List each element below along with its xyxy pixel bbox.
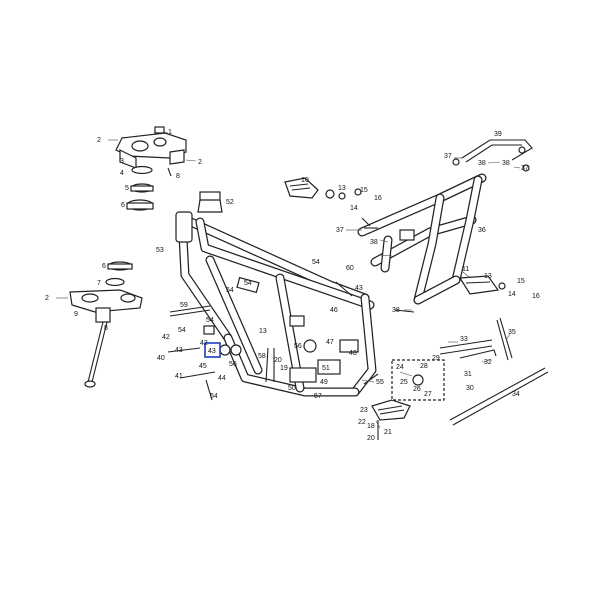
callout: 16 [532,293,540,300]
callout: 18 [367,423,375,430]
callout: 43 [208,348,216,355]
callout: 55 [376,379,384,386]
callout: 9 [74,311,78,318]
side-stand [363,317,549,440]
callout: 15 [360,187,368,194]
callout: 53 [156,247,164,254]
callout: 6 [102,263,106,270]
rear-subframe [357,139,533,305]
callout: 43 [355,285,363,292]
callout: 21 [384,429,392,436]
callout: 38 [370,239,378,246]
callout: 2 [45,295,49,302]
callout: 24 [396,364,404,371]
callout: 20 [274,357,282,364]
callout: 54 [210,393,218,400]
callout: 14 [350,205,358,212]
callout: 48 [349,350,357,357]
callout: 28 [420,363,428,370]
callout: 22 [358,419,366,426]
callout: 41 [175,373,183,380]
callout: 54 [206,317,214,324]
callout: 31 [464,371,472,378]
callout: 37 [336,227,344,234]
callout: 16 [374,195,382,202]
highlight-box [204,342,221,358]
callout: 2 [198,159,202,166]
callout: 19 [280,365,288,372]
callout: 3 [120,158,124,165]
callout: 29 [432,355,440,362]
footpeg-lower [371,399,411,421]
callout: 25 [400,379,408,386]
leader-lines [162,131,521,429]
callout: 30 [466,385,474,392]
callout: 13 [484,273,492,280]
callout: 50 [288,385,296,392]
callout: 2 [97,137,101,144]
callout: 40 [157,355,165,362]
callout: 37 [444,153,452,160]
callout: 42 [200,340,208,347]
callout: 60 [346,265,354,272]
callout: 10 [301,177,309,184]
callout: 36 [478,227,486,234]
main-frame [175,191,377,397]
callout: 38 [392,307,400,314]
callout: 51 [322,365,330,372]
callout: 33 [460,336,468,343]
callout: 54 [178,327,186,334]
callout: 14 [508,291,516,298]
callout: 54 [312,259,320,266]
footpeg-rear [458,275,506,295]
callout: 26 [413,386,421,393]
callout: 23 [360,407,368,414]
callout: 27 [424,391,432,398]
callout: 35 [508,329,516,336]
callout: 58 [258,353,266,360]
callout: 7 [97,280,101,287]
callout: 1 [168,129,172,136]
callout: 47 [326,339,334,346]
callout: 54 [226,287,234,294]
callout: 38 [478,160,486,167]
callout: 42 [162,334,170,341]
callout: 13 [338,185,346,192]
callout: 20 [367,435,375,442]
callout: 54 [244,280,252,287]
callout: 5 [125,185,129,192]
callout: 38 [502,160,510,167]
callout: 15 [517,278,525,285]
callout-numbers: 1 2 2 3 4 8 5 6 52 53 6 7 2 9 8 59 54 54… [45,129,540,442]
small-hardware [167,146,530,401]
lower-triple-clamp [56,261,143,388]
callout: 52 [226,199,234,206]
callout: 13 [259,328,267,335]
callout: 32 [484,359,492,366]
callout: 45 [199,363,207,370]
callout: 56 [229,361,237,368]
stem-bearing-parts-upper [126,165,172,211]
callout: 44 [218,375,226,382]
upper-triple-clamp [108,126,197,169]
callout: 59 [180,302,188,309]
callout: 4 [120,170,124,177]
callout: 11 [462,266,469,273]
callout: 43 [175,347,183,354]
callout: 57 [314,393,322,400]
callout: 37 [521,165,529,172]
callout: 46 [330,307,338,314]
callout: 8 [104,325,108,332]
callout: 49 [320,379,328,386]
callout: 56 [294,343,302,350]
callout: 8 [176,173,180,180]
callout: 6 [121,202,125,209]
callout: 34 [512,391,520,398]
callout: 39 [494,131,502,138]
footpeg-right [284,177,346,200]
